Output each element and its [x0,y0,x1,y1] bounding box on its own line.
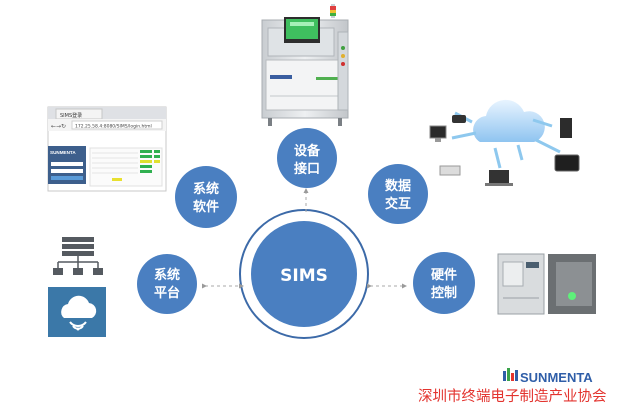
node-hardware-control-line1: 硬件 [431,267,457,283]
node-system-platform-line2: 平台 [154,285,180,301]
node-system-software-line1: 系统 [193,181,219,197]
node-system-platform: 系统 平台 [137,254,197,314]
server-tower-icon [560,118,572,138]
server-icon [62,237,94,242]
cloud-icon [473,99,545,142]
wifi-icon [69,321,87,327]
node-hardware-control: 硬件 控制 [413,252,475,314]
sunmenta-brand: SUNMENTA [520,370,593,385]
led-icon [568,292,576,300]
hardware-cabinet-photo [497,253,545,315]
browser-tab-title: SIMS登录 [60,112,82,119]
sunmenta-logo-icon [503,368,518,381]
hardware-detail-photo [548,254,596,314]
node-device-interface-line2: 接口 [294,161,320,177]
node-data-exchange-line1: 数据 [385,178,411,194]
association-watermark: 深圳市终端电子制造产业协会 [418,388,607,404]
computer-icon [73,268,83,275]
browser-window-illustration: SIMS登录 ←→↻ 172.25.58.4:8080/SIMS/login.h… [47,106,167,192]
network-topology-illustration [48,233,106,283]
node-system-software-line2: 软件 [193,199,219,215]
node-data-exchange: 数据 交互 [368,164,428,224]
computer-icon [93,268,103,275]
cloud-devices-illustration [429,99,580,186]
aoi-machine-illustration [261,4,349,126]
computer-icon [53,268,63,275]
cloud-wifi-tile [48,287,106,337]
node-device-interface: 设备 接口 [277,128,337,188]
node-system-platform-line1: 系统 [154,267,180,283]
printer-icon [439,165,461,176]
desktop-icon [429,125,447,139]
browser-logo-text: SUNMENTA [50,150,76,155]
connector-lines [202,188,407,289]
node-system-software: 系统 软件 [175,166,237,228]
phone-icon [452,115,466,123]
node-hardware-control-line2: 控制 [431,285,457,301]
cloud-icon [61,295,97,318]
tablet-icon [554,154,580,172]
laptop-icon [489,170,509,183]
browser-address: 172.25.58.4:8080/SIMS/login.html [75,124,152,130]
node-device-interface-line1: 设备 [294,143,321,159]
node-data-exchange-line2: 交互 [385,196,411,212]
sunmenta-footer-logo: SUNMENTA [503,368,593,385]
browser-table [89,147,163,187]
browser-nav-icons: ←→↻ [51,123,66,130]
sims-hub: SIMS [239,209,369,339]
sims-hub-label: SIMS [280,266,328,286]
machine-logo-icon [270,75,292,79]
